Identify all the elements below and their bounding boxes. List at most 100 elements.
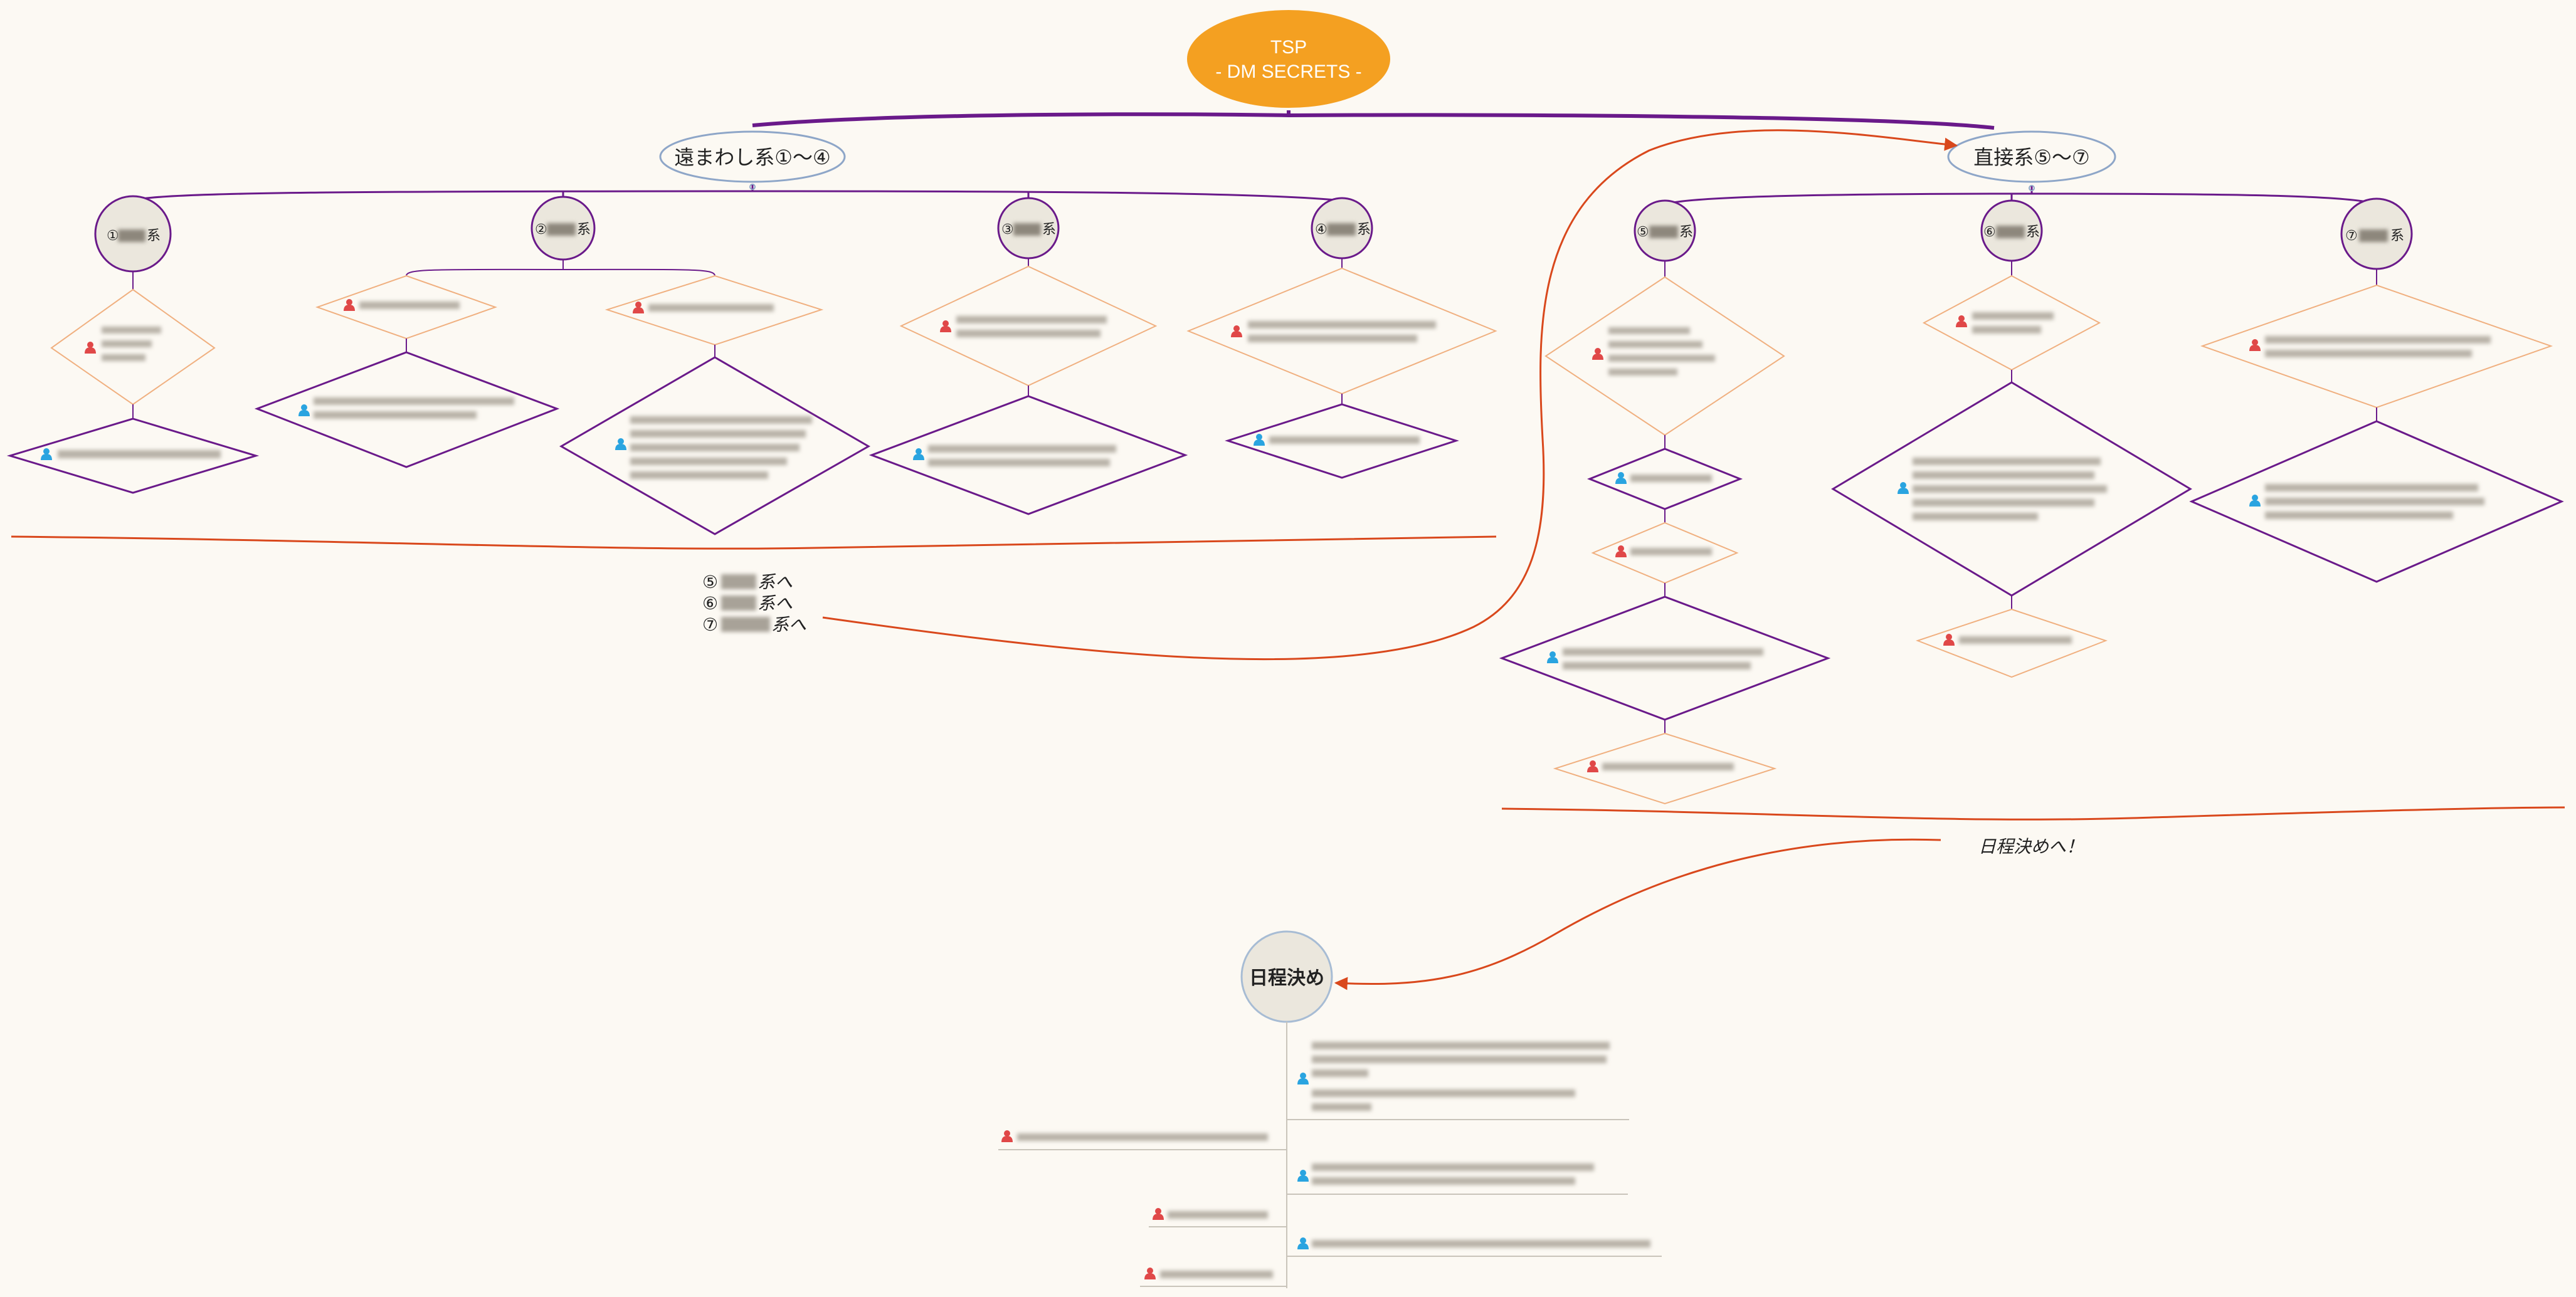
redirect-note[interactable]: ⑤ 系へ ⑥ 系へ ⑦ 系へ [702, 572, 806, 635]
person-red-icon [1943, 634, 1955, 646]
person-blue-icon [1297, 1170, 1309, 1182]
message-self[interactable] [50, 288, 216, 406]
person-blue-icon [298, 404, 310, 416]
schedule-label: 日程決め [1249, 967, 1324, 989]
schedule-message-self[interactable] [998, 1130, 1287, 1150]
message-other[interactable] [1831, 381, 2192, 597]
schedule-message-self[interactable] [1149, 1208, 1287, 1227]
column-2 [254, 260, 871, 535]
svg-text:系へ: 系へ [757, 572, 793, 592]
branch-indirect[interactable]: 遠まわし系①〜④ [659, 130, 846, 183]
message-self[interactable] [1544, 276, 1785, 436]
message-self[interactable] [315, 275, 498, 340]
person-blue-icon [2249, 495, 2261, 507]
svg-text:系: 系 [1679, 224, 1693, 240]
message-self[interactable] [1922, 275, 2101, 371]
message-other[interactable] [868, 395, 1188, 515]
person-blue-icon [1297, 1237, 1309, 1249]
person-blue-icon [913, 448, 924, 460]
schedule-message-other[interactable] [1287, 1237, 1662, 1257]
root-subtitle: - DM SECRETS - [1215, 61, 1361, 82]
category-6[interactable]: ⑥ 系 [1980, 199, 2043, 262]
divider-indirect [11, 535, 1497, 550]
person-blue-icon [1254, 434, 1265, 446]
category-7[interactable]: ⑦ 系 [2340, 197, 2413, 270]
svg-text:系: 系 [577, 222, 591, 238]
message-self[interactable] [899, 265, 1158, 387]
schedule-tree [998, 1022, 1662, 1288]
column-7 [2189, 269, 2564, 583]
person-red-icon [2249, 339, 2261, 351]
root-connectors [752, 110, 1995, 130]
message-other[interactable] [559, 356, 871, 535]
direct-connectors [1664, 186, 2377, 206]
category-3[interactable]: ③ 系 [997, 197, 1060, 260]
column-6 [1831, 261, 2192, 678]
person-red-icon [1615, 545, 1627, 557]
schedule-message-self[interactable] [1140, 1268, 1287, 1287]
person-blue-icon [1615, 472, 1627, 484]
person-blue-icon [1547, 651, 1558, 663]
svg-text:系: 系 [1042, 222, 1056, 238]
svg-text:系へ: 系へ [757, 593, 793, 614]
indirect-connectors [132, 184, 1343, 202]
person-red-icon [344, 299, 355, 311]
message-self[interactable] [1553, 732, 1777, 805]
svg-text:系: 系 [2390, 228, 2404, 244]
message-other[interactable] [2189, 420, 2564, 583]
svg-text:④: ④ [1315, 222, 1328, 238]
schedule-note[interactable]: 日程決めへ！ [1978, 836, 2084, 857]
svg-text:⑥: ⑥ [702, 593, 718, 614]
schedule-node[interactable]: 日程決め [1240, 930, 1333, 1023]
arrow-to-schedule [1334, 838, 1941, 990]
direct-collapse-dot[interactable] [2029, 185, 2035, 191]
message-self[interactable] [2200, 284, 2553, 409]
root-node[interactable]: TSP - DM SECRETS - [1187, 10, 1390, 108]
column-1 [6, 271, 260, 494]
person-red-icon [1231, 325, 1242, 337]
message-other[interactable] [1225, 403, 1459, 479]
branch-direct[interactable]: 直接系⑤〜⑦ [1947, 130, 2116, 183]
message-other[interactable] [6, 417, 260, 494]
arrow-to-direct [822, 129, 1958, 661]
person-red-icon [1144, 1268, 1156, 1279]
branch-direct-label: 直接系⑤〜⑦ [1973, 145, 2089, 169]
person-blue-icon [1898, 482, 1909, 494]
svg-text:②: ② [535, 222, 547, 238]
message-self[interactable] [604, 275, 824, 346]
person-red-icon [1153, 1208, 1164, 1220]
message-other[interactable] [1586, 448, 1743, 510]
svg-text:③: ③ [1001, 222, 1014, 238]
svg-text:①: ① [107, 228, 119, 244]
svg-text:⑦: ⑦ [2345, 228, 2358, 244]
branch-indirect-label: 遠まわし系①〜④ [674, 145, 830, 169]
svg-text:⑦: ⑦ [702, 614, 718, 635]
message-other[interactable] [1499, 596, 1831, 721]
category-5[interactable]: ⑤ 系 [1634, 199, 1696, 262]
schedule-message-other[interactable] [1287, 1163, 1628, 1195]
person-red-icon [633, 302, 644, 313]
message-self[interactable] [1591, 522, 1739, 584]
person-red-icon [1587, 760, 1598, 772]
category-4[interactable]: ④ 系 [1311, 197, 1373, 260]
svg-text:⑥: ⑥ [1983, 224, 1996, 240]
category-2[interactable]: ② 系 [531, 196, 596, 261]
person-blue-icon [41, 448, 52, 460]
message-self[interactable] [1916, 608, 2108, 678]
svg-text:⑤: ⑤ [1637, 224, 1649, 240]
message-other[interactable] [254, 351, 560, 468]
schedule-message-other[interactable] [1287, 1042, 1629, 1120]
person-blue-icon [1297, 1073, 1309, 1084]
svg-text:系: 系 [1357, 222, 1371, 238]
person-red-icon [85, 342, 96, 354]
person-red-icon [940, 320, 951, 332]
column-5 [1499, 261, 1831, 805]
svg-text:系: 系 [2026, 224, 2040, 240]
indirect-collapse-dot[interactable] [749, 184, 756, 190]
person-red-icon [1001, 1130, 1013, 1142]
person-blue-icon [615, 438, 626, 450]
divider-direct [1501, 806, 2565, 821]
message-self[interactable] [1186, 267, 1497, 395]
person-red-icon [1956, 315, 1967, 327]
category-1[interactable]: ① 系 [94, 195, 172, 273]
